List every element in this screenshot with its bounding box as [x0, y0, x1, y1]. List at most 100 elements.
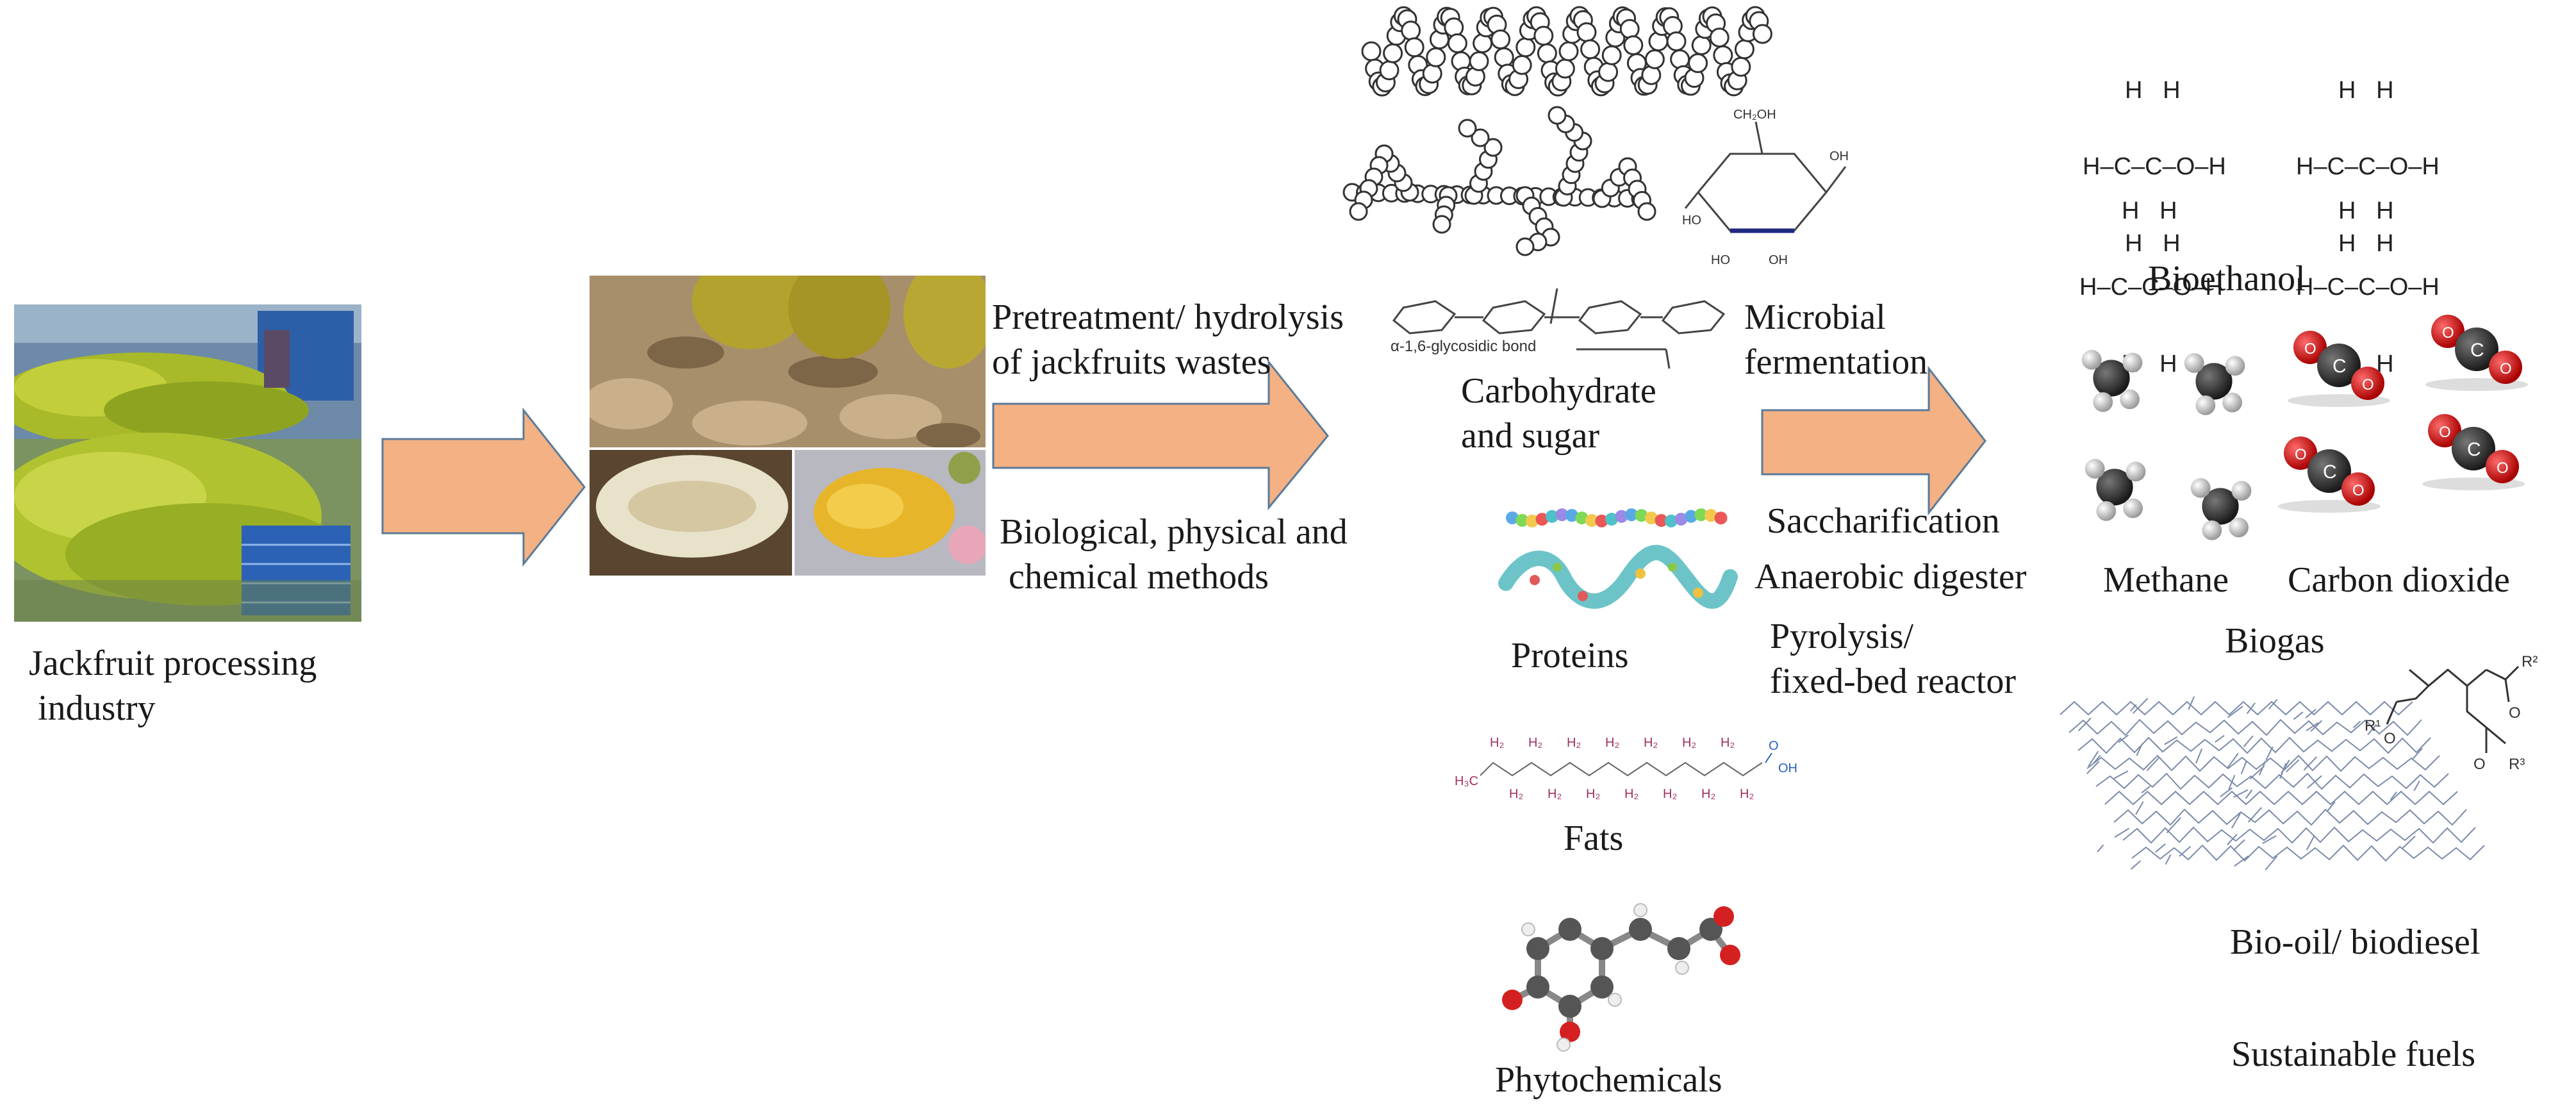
svg-text:H₂: H₂: [1490, 736, 1504, 750]
anaerobic-label: Anaerobic digester: [1754, 557, 2027, 597]
svg-text:O: O: [2497, 460, 2509, 477]
svg-text:OH: OH: [1778, 761, 1797, 776]
svg-text:R¹: R¹: [2365, 717, 2381, 734]
fatty-acid-icon: H₂ H₂ H₂ H₂ H₂ H₂ H₂ H₂ H₂ H₂ H₂ H₂ H₂ H₂ H₃C O OH: [1455, 736, 1797, 801]
amylose-helix-icon: [1361, 6, 1772, 97]
svg-text:H₂: H₂: [1721, 736, 1735, 750]
ethanol-formula-1: H H H–C–C–O–H H H: [2083, 27, 2226, 283]
svg-text:OH: OH: [1829, 149, 1849, 163]
ethanol-formula-mid: H–C–C–O–H: [2296, 153, 2440, 181]
biooil-network-icon: [2060, 696, 2485, 871]
sustainable-fuels-label: Sustainable fuels: [2231, 1034, 2476, 1074]
glycosidic-bond-text: α-1,6-glycosidic bond: [1391, 338, 1536, 355]
protein-chain-icon: [1506, 508, 1728, 527]
svg-text:H₂: H₂: [1624, 787, 1639, 801]
methods-line1: Biological, physical and: [1000, 512, 1348, 552]
fermentation-label: Microbial fermentation: [1744, 295, 1928, 385]
svg-text:OH: OH: [1769, 253, 1788, 267]
protein-helix-icon: [1498, 545, 1738, 609]
biogas-label: Biogas: [2225, 621, 2325, 661]
svg-text:O: O: [2295, 446, 2307, 463]
svg-text:H₂: H₂: [1528, 736, 1542, 750]
glucose-ring-icon: [1684, 121, 1847, 233]
ethanol-formula-4: H H H–C–C–O–H H H: [2296, 147, 2440, 403]
phytochemicals-label: Phytochemicals: [1495, 1060, 1722, 1100]
svg-text:H₃C: H₃C: [1455, 774, 1478, 788]
ethanol-formula-mid: H–C–C–O–H: [2296, 274, 2440, 301]
svg-text:O: O: [2500, 360, 2512, 378]
arrow-2: [992, 359, 1329, 511]
jackfruit-industry-photo: [14, 304, 361, 622]
amylopectin-branched-icon: [1342, 106, 1656, 256]
carbon-dioxide-label: Carbon dioxide: [2288, 560, 2510, 600]
carbohydrate-line2: and sugar: [1461, 416, 1600, 456]
triglyceride-icon: [2386, 665, 2520, 753]
fats-label: Fats: [1564, 818, 1624, 858]
svg-text:H₂: H₂: [1740, 787, 1754, 801]
methane-label: Methane: [2103, 560, 2229, 600]
svg-text:H₂: H₂: [1509, 787, 1523, 801]
ethanol-formula-top: H H: [2122, 197, 2177, 224]
ethanol-formula-top: H H: [2338, 76, 2394, 104]
svg-text:O: O: [2442, 324, 2454, 342]
svg-text:HO: HO: [1682, 213, 1701, 228]
fermentation-line2: fermentation: [1744, 342, 1928, 382]
svg-text:C: C: [2467, 439, 2481, 460]
svg-text:O: O: [2473, 756, 2486, 773]
pyrolysis-label: Pyrolysis/ fixed-bed reactor: [1770, 614, 2016, 704]
bioethanol-label: Bioethanol: [2148, 259, 2306, 299]
svg-text:R²: R²: [2522, 653, 2538, 670]
ethanol-formula-bottom: H H: [2338, 230, 2394, 258]
source-label: Jackfruit processing industry: [29, 641, 317, 731]
methane-molecule-icons: [2081, 350, 2252, 540]
ethanol-formula-mid: H–C–C–O–H: [2083, 153, 2226, 181]
pyrolysis-line1: Pyrolysis/: [1770, 617, 1914, 656]
proteins-label: Proteins: [1511, 636, 1629, 676]
svg-text:O: O: [2352, 482, 2365, 499]
carbohydrate-line1: Carbohydrate: [1461, 371, 1656, 411]
pretreatment-line1: Pretreatment/ hydrolysis: [992, 297, 1344, 337]
svg-text:H₂: H₂: [1605, 736, 1619, 750]
svg-text:O: O: [1769, 739, 1779, 753]
svg-text:H₂: H₂: [1567, 736, 1581, 750]
svg-text:O: O: [2509, 704, 2521, 722]
svg-text:H₂: H₂: [1663, 787, 1677, 801]
saccharification-label: Saccharification: [1767, 501, 2000, 541]
ethanol-formula-2: H H H–C–C–O–H H H: [2296, 27, 2440, 283]
fermentation-line1: Microbial: [1744, 297, 1886, 337]
methods-label: Biological, physical and chemical method…: [1000, 510, 1348, 599]
ethanol-formula-mid: H–C–C–O–H: [2079, 274, 2223, 301]
source-label-line2: industry: [38, 688, 156, 728]
arrow-3: [1761, 365, 1986, 516]
methods-line2: chemical methods: [1009, 557, 1269, 597]
arrow-1: [381, 407, 586, 567]
carbohydrate-label: Carbohydrate and sugar: [1461, 369, 1656, 458]
svg-text:H₂: H₂: [1701, 787, 1715, 801]
svg-text:H₂: H₂: [1682, 736, 1696, 750]
pretreatment-line2: of jackfruits wastes: [992, 342, 1271, 382]
svg-text:R³: R³: [2509, 756, 2525, 773]
svg-text:CH₂OH: CH₂OH: [1733, 108, 1776, 122]
svg-text:O: O: [2384, 730, 2396, 747]
ethanol-formula-top: H H: [2125, 76, 2181, 104]
jackfruit-waste-photo: [590, 276, 986, 576]
svg-text:O: O: [2362, 376, 2374, 394]
ethanol-formula-bottom: H H: [2125, 230, 2181, 258]
svg-text:H₂: H₂: [1548, 787, 1562, 801]
svg-text:H₂: H₂: [1644, 736, 1658, 750]
source-label-line1: Jackfruit processing: [29, 643, 317, 683]
svg-text:HO: HO: [1711, 253, 1730, 267]
svg-text:H₂: H₂: [1586, 787, 1600, 801]
glycosidic-chain-icon: [1392, 288, 1726, 369]
pyrolysis-line2: fixed-bed reactor: [1770, 661, 2016, 701]
pretreatment-label: Pretreatment/ hydrolysis of jackfruits w…: [992, 295, 1344, 385]
ethanol-formula-top: H H: [2338, 197, 2394, 224]
svg-text:C: C: [2470, 340, 2484, 361]
svg-text:C: C: [2332, 356, 2347, 377]
